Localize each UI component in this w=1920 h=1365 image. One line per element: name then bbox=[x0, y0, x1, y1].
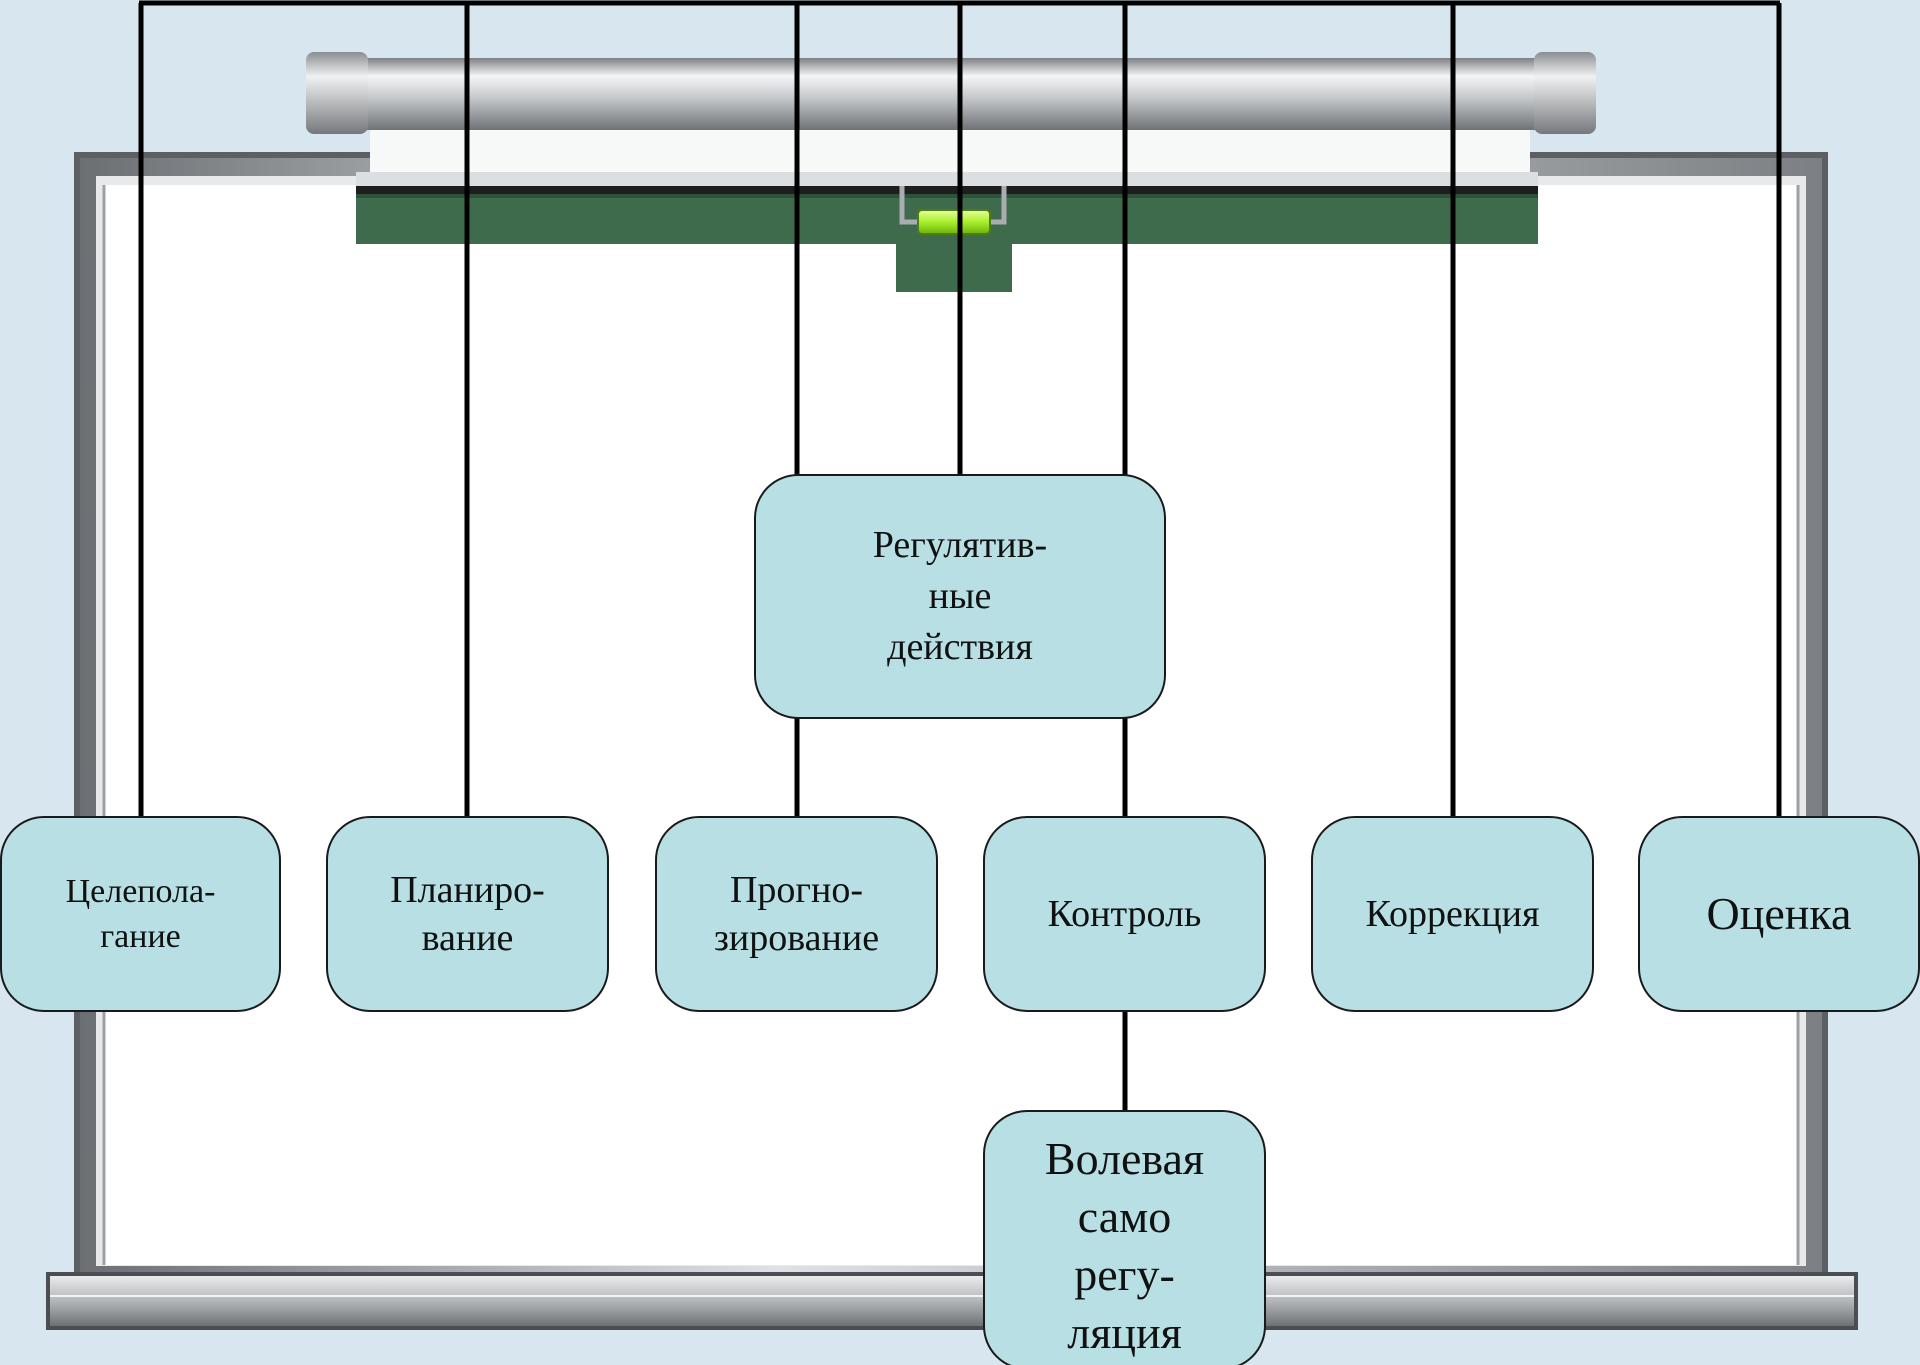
node-volitional-self-regulation: Волевая само регу- ляция bbox=[983, 1110, 1266, 1365]
node-volitional-self-regulation-label: Волевая само регу- ляция bbox=[1044, 1133, 1205, 1358]
node-assessment: Оценка bbox=[1638, 816, 1920, 1012]
node-control-label: Контроль bbox=[1047, 893, 1202, 935]
node-assessment-label: Оценка bbox=[1706, 888, 1852, 939]
level-indicator-icon bbox=[899, 186, 1007, 235]
node-planning-label: Планиро- вание bbox=[390, 869, 545, 959]
root-node-label: Регулятив- ные действия bbox=[872, 524, 1048, 668]
node-planning: Планиро- вание bbox=[326, 816, 609, 1012]
node-goal-setting-label: Целепола- гание bbox=[65, 873, 216, 955]
node-correction: Коррекция bbox=[1311, 816, 1594, 1012]
node-forecasting-label: Прогно- зирование bbox=[713, 869, 880, 959]
node-goal-setting: Целепола- гание bbox=[0, 816, 281, 1012]
node-control: Контроль bbox=[983, 816, 1266, 1012]
root-node-regulatory-actions: Регулятив- ные действия bbox=[754, 474, 1166, 719]
node-forecasting: Прогно- зирование bbox=[655, 816, 938, 1012]
node-correction-label: Коррекция bbox=[1365, 893, 1540, 935]
